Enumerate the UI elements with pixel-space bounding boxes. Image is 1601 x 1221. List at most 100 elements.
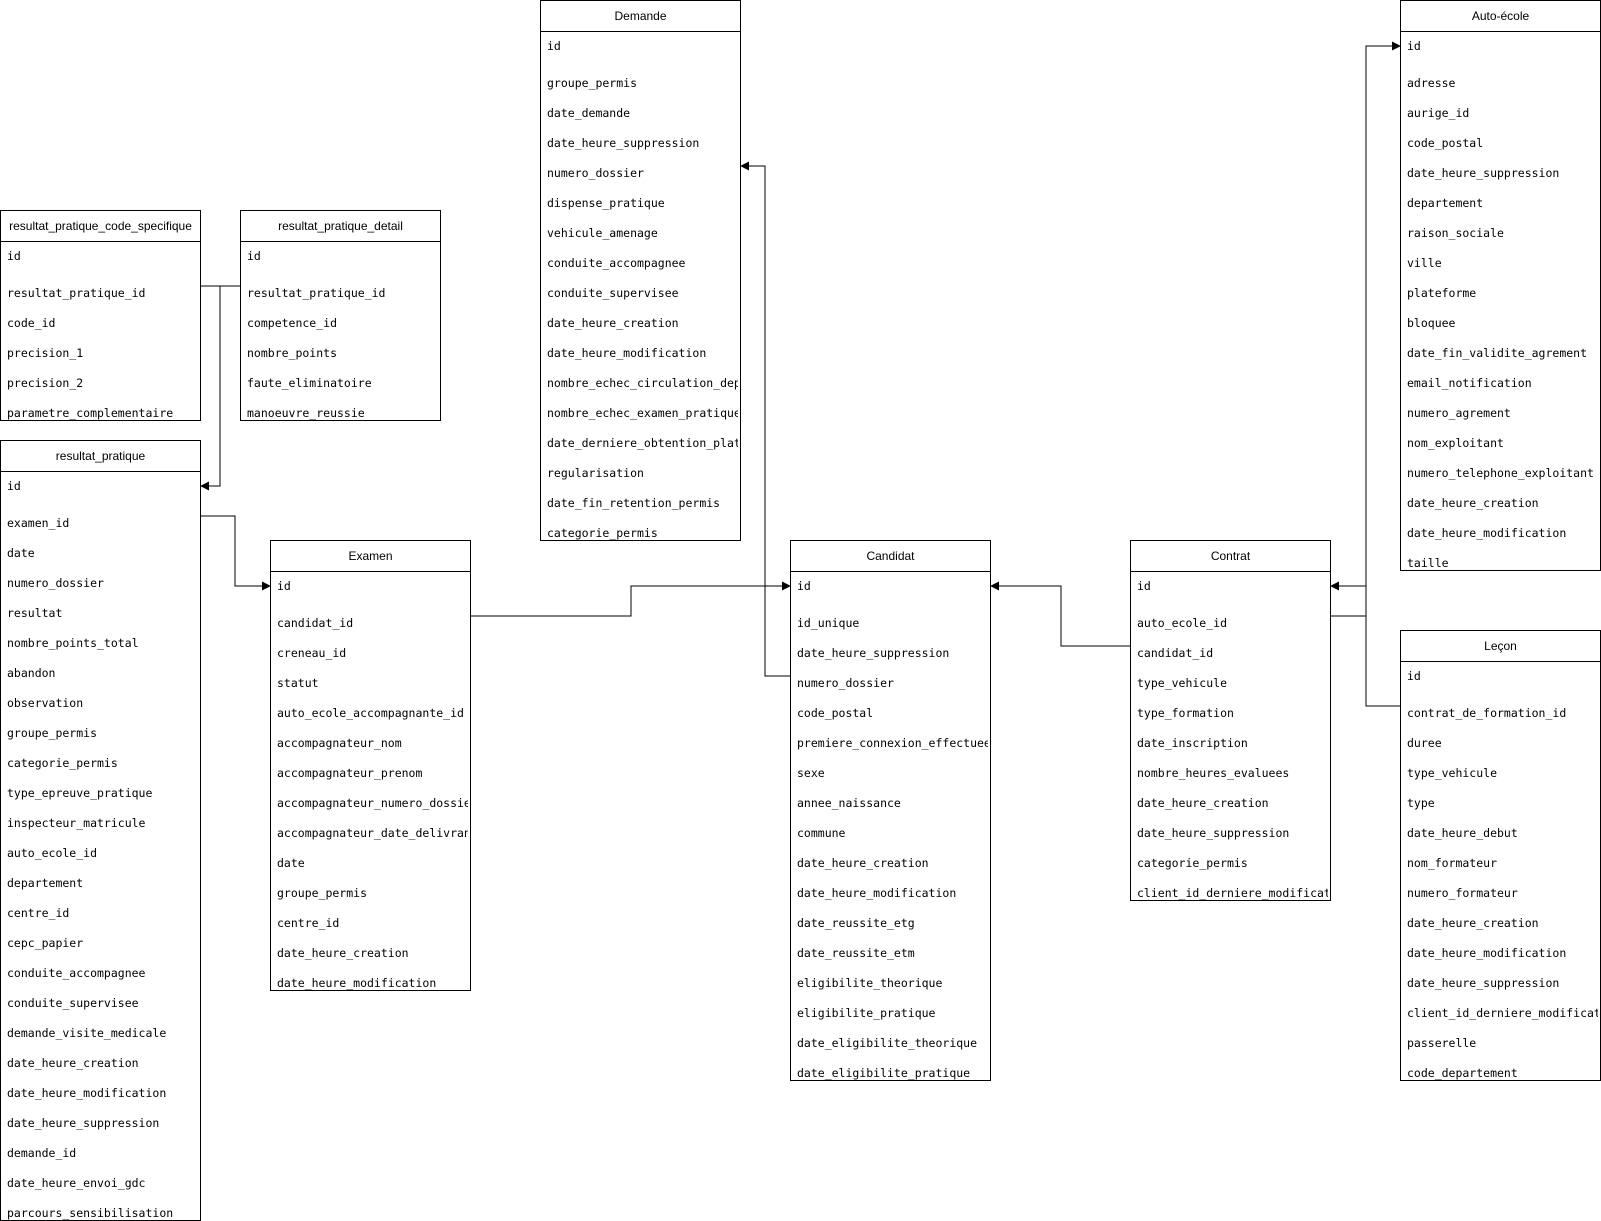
link-contrat-to-auto-ecole bbox=[1331, 41, 1401, 617]
table-field: type_formation bbox=[1137, 706, 1234, 720]
table-field: eligibilite_pratique bbox=[797, 1006, 936, 1020]
table-field: date_fin_validite_agrement bbox=[1407, 346, 1588, 360]
table-field: code_postal bbox=[1407, 136, 1484, 150]
table-field: conduite_supervisee bbox=[547, 286, 679, 300]
table-field: date_heure_suppression bbox=[1407, 976, 1560, 990]
table-field: date_heure_creation bbox=[1407, 916, 1539, 930]
table-field: numero_formateur bbox=[1407, 886, 1518, 900]
table-field: date_heure_modification bbox=[1407, 946, 1567, 960]
table-field: candidat_id bbox=[1137, 646, 1214, 660]
table-field: numero_dossier bbox=[797, 676, 894, 690]
table-field: date_heure_modification bbox=[547, 346, 707, 360]
table-field: date_heure_creation bbox=[797, 856, 929, 870]
table-field: code_postal bbox=[797, 706, 874, 720]
table-field: faute_eliminatoire bbox=[247, 376, 372, 390]
table-field: statut bbox=[277, 676, 319, 690]
table-field: numero_dossier bbox=[547, 166, 644, 180]
table-field: dispense_pratique bbox=[547, 196, 665, 210]
table-field: type_vehicule bbox=[1137, 676, 1228, 690]
table-field: date_heure_creation bbox=[1407, 496, 1539, 510]
table-field: date_heure_creation bbox=[1137, 796, 1269, 810]
table-field: ville bbox=[1407, 256, 1442, 270]
table-field: commune bbox=[797, 826, 846, 840]
table-field: date_heure_debut bbox=[1407, 826, 1518, 840]
table-field: date_heure_creation bbox=[7, 1056, 139, 1070]
table-field: groupe_permis bbox=[7, 726, 98, 740]
table-field: nombre_heures_evaluees bbox=[1137, 766, 1290, 780]
table-field: date_fin_retention_permis bbox=[547, 496, 721, 510]
primary-key-field: id bbox=[277, 579, 291, 593]
table-field: categorie_permis bbox=[1137, 856, 1248, 870]
table-field: type_vehicule bbox=[1407, 766, 1498, 780]
primary-key-field: id bbox=[797, 579, 811, 593]
table-field: nom_formateur bbox=[1407, 856, 1498, 870]
table-field: raison_sociale bbox=[1407, 226, 1504, 240]
table-field: precision_1 bbox=[7, 346, 84, 360]
table-title: Candidat bbox=[791, 541, 990, 572]
table-field: sexe bbox=[797, 766, 825, 780]
link-code-specifique-to-resultat-pratique bbox=[200, 285, 221, 491]
table-field: cepc_papier bbox=[7, 936, 84, 950]
table-field: nombre_points bbox=[247, 346, 338, 360]
table-field: candidat_id bbox=[277, 616, 354, 630]
primary-key-field: id bbox=[7, 479, 21, 493]
table-field: auto_ecole_accompagnante_id bbox=[277, 706, 464, 720]
table-title: resultat_pratique_code_specifique bbox=[1, 211, 200, 242]
table-title: resultat_pratique_detail bbox=[241, 211, 440, 242]
table-field: regularisation bbox=[547, 466, 644, 480]
table-field: conduite_accompagnee bbox=[547, 256, 686, 270]
table-field: departement bbox=[1407, 196, 1484, 210]
table-field: demande_visite_medicale bbox=[7, 1026, 167, 1040]
table-field: inspecteur_matricule bbox=[7, 816, 146, 830]
table-title: Auto-école bbox=[1401, 1, 1600, 32]
table-field: date_eligibilite_theorique bbox=[797, 1036, 978, 1050]
table-field: date_heure_creation bbox=[547, 316, 679, 330]
table-field: date_heure_modification bbox=[7, 1086, 167, 1100]
table-field: date_eligibilite_pratique bbox=[797, 1066, 971, 1080]
link-examen-to-candidat bbox=[471, 581, 791, 617]
table-field: bloquee bbox=[1407, 316, 1456, 330]
table-field: date_heure_suppression bbox=[547, 136, 700, 150]
table-field: date bbox=[277, 856, 305, 870]
table-field: categorie_permis bbox=[7, 756, 118, 770]
table-title: Leçon bbox=[1401, 631, 1600, 662]
table-field: manoeuvre_reussie bbox=[247, 406, 365, 420]
link-contrat-to-candidat bbox=[990, 581, 1130, 647]
table-title: resultat_pratique bbox=[1, 441, 200, 472]
table-field: date_heure_suppression bbox=[7, 1116, 160, 1130]
table-field: departement bbox=[7, 876, 84, 890]
table-field: contrat_de_formation_id bbox=[1407, 706, 1567, 720]
table-field: date_heure_suppression bbox=[1407, 166, 1560, 180]
table-title: Contrat bbox=[1131, 541, 1330, 572]
table-field: precision_2 bbox=[7, 376, 84, 390]
table-field: date_inscription bbox=[1137, 736, 1248, 750]
table-field: date_heure_suppression bbox=[797, 646, 950, 660]
table-field: premiere_connexion_effectuee bbox=[797, 736, 988, 750]
table-field: passerelle bbox=[1407, 1036, 1477, 1050]
table-field: groupe_permis bbox=[547, 76, 638, 90]
table-field: date_heure_modification bbox=[797, 886, 957, 900]
link-resultat-pratique-to-examen bbox=[201, 515, 271, 591]
table-field: resultat bbox=[7, 606, 63, 620]
table-field: date_heure_creation bbox=[277, 946, 409, 960]
table-field: groupe_permis bbox=[277, 886, 368, 900]
table-field: date_heure_suppression bbox=[1137, 826, 1290, 840]
table-field: code_departement bbox=[1407, 1066, 1518, 1080]
primary-key-field: id bbox=[1407, 39, 1421, 53]
table-field: taille bbox=[1407, 556, 1449, 570]
table-field: nombre_points_total bbox=[7, 636, 139, 650]
table-field: nombre_echec_circulation_depu bbox=[547, 376, 738, 390]
primary-key-field: id bbox=[547, 39, 561, 53]
table-field: date_demande bbox=[547, 106, 631, 120]
table-field: resultat_pratique_id bbox=[247, 286, 386, 300]
table-field: resultat_pratique_id bbox=[7, 286, 146, 300]
